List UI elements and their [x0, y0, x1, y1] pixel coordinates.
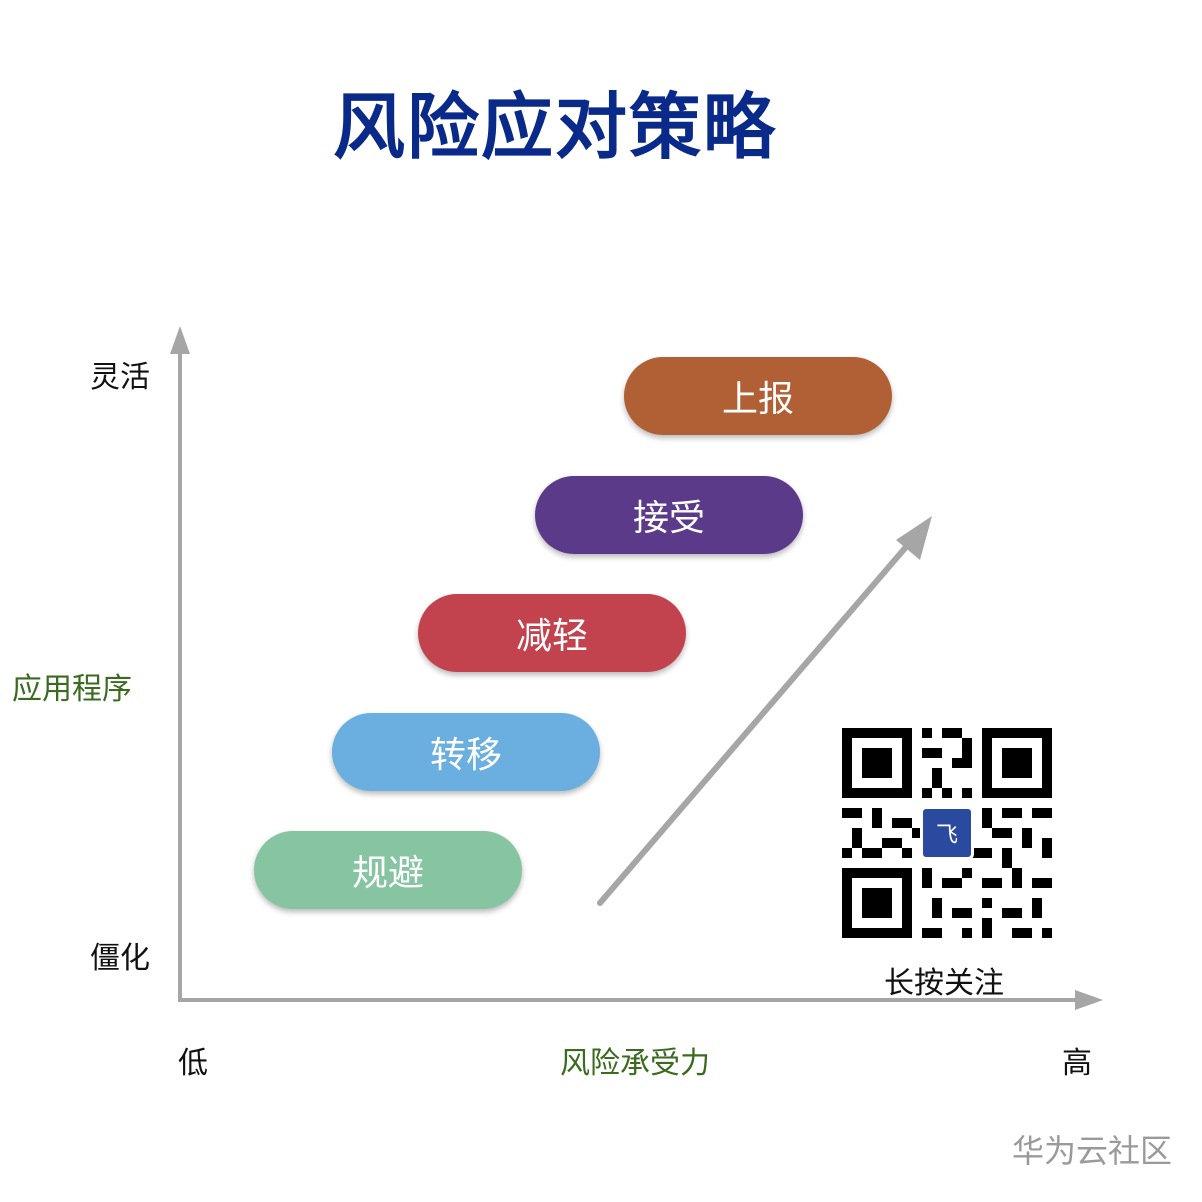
page-title: 风险应对策略 [332, 85, 777, 169]
strategy-mitigate: 减轻 [418, 594, 686, 672]
x-axis-right-label: 高 [1062, 1046, 1092, 1081]
trend-arrow-line [597, 537, 915, 906]
strategy-accept: 接受 [535, 476, 803, 554]
y-axis-top-label: 灵活 [90, 360, 150, 395]
x-axis-arrowhead [1075, 990, 1103, 1010]
y-axis-arrowhead [170, 326, 190, 354]
strategy-transfer: 转移 [332, 713, 600, 791]
qr-logo-icon: 飞 [920, 806, 974, 860]
x-axis-left-label: 低 [178, 1046, 208, 1081]
qr-caption: 长按关注 [884, 966, 1004, 1001]
strategy-escalate: 上报 [624, 357, 892, 435]
x-axis-title: 风险承受力 [560, 1046, 710, 1081]
qr-code[interactable] [842, 728, 1052, 938]
trend-arrowhead [896, 516, 932, 560]
strategy-avoid: 规避 [254, 831, 522, 909]
y-axis-title: 应用程序 [12, 672, 132, 707]
y-axis-bottom-label: 僵化 [90, 941, 150, 976]
watermark: 华为云社区 [1011, 1132, 1172, 1170]
